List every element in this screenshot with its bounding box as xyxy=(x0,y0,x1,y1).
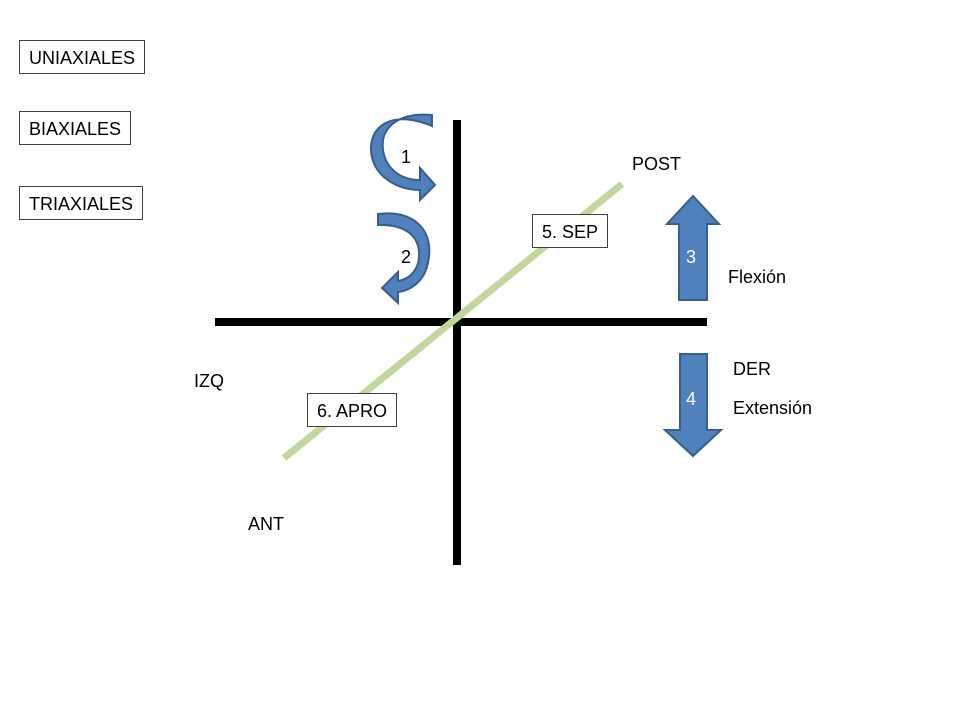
triaxiales-box: TRIAXIALES xyxy=(19,186,144,220)
up-arrow-label: 3 xyxy=(686,247,697,267)
flexion-label: Flexión xyxy=(728,267,787,287)
post-label: POST xyxy=(632,154,682,174)
apro-box: 6. APRO xyxy=(307,393,398,427)
extension-label: Extensión xyxy=(733,398,813,418)
ant-label: ANT xyxy=(248,514,284,534)
down-arrow-icon xyxy=(662,353,724,458)
down-arrow-label: 4 xyxy=(686,389,697,409)
uniaxiales-box: UNIAXIALES xyxy=(19,40,146,74)
curved-arrow-1-label: 1 xyxy=(401,147,412,167)
der-label: DER xyxy=(733,359,772,379)
sep-box: 5. SEP xyxy=(532,214,609,248)
curved-arrow-2-label: 2 xyxy=(401,247,412,267)
biaxiales-box: BIAXIALES xyxy=(19,111,132,145)
curved-arrow-2-icon xyxy=(377,212,431,306)
izq-label: IZQ xyxy=(194,371,224,391)
up-arrow-icon xyxy=(664,194,722,301)
curved-arrow-1-icon xyxy=(369,113,437,203)
